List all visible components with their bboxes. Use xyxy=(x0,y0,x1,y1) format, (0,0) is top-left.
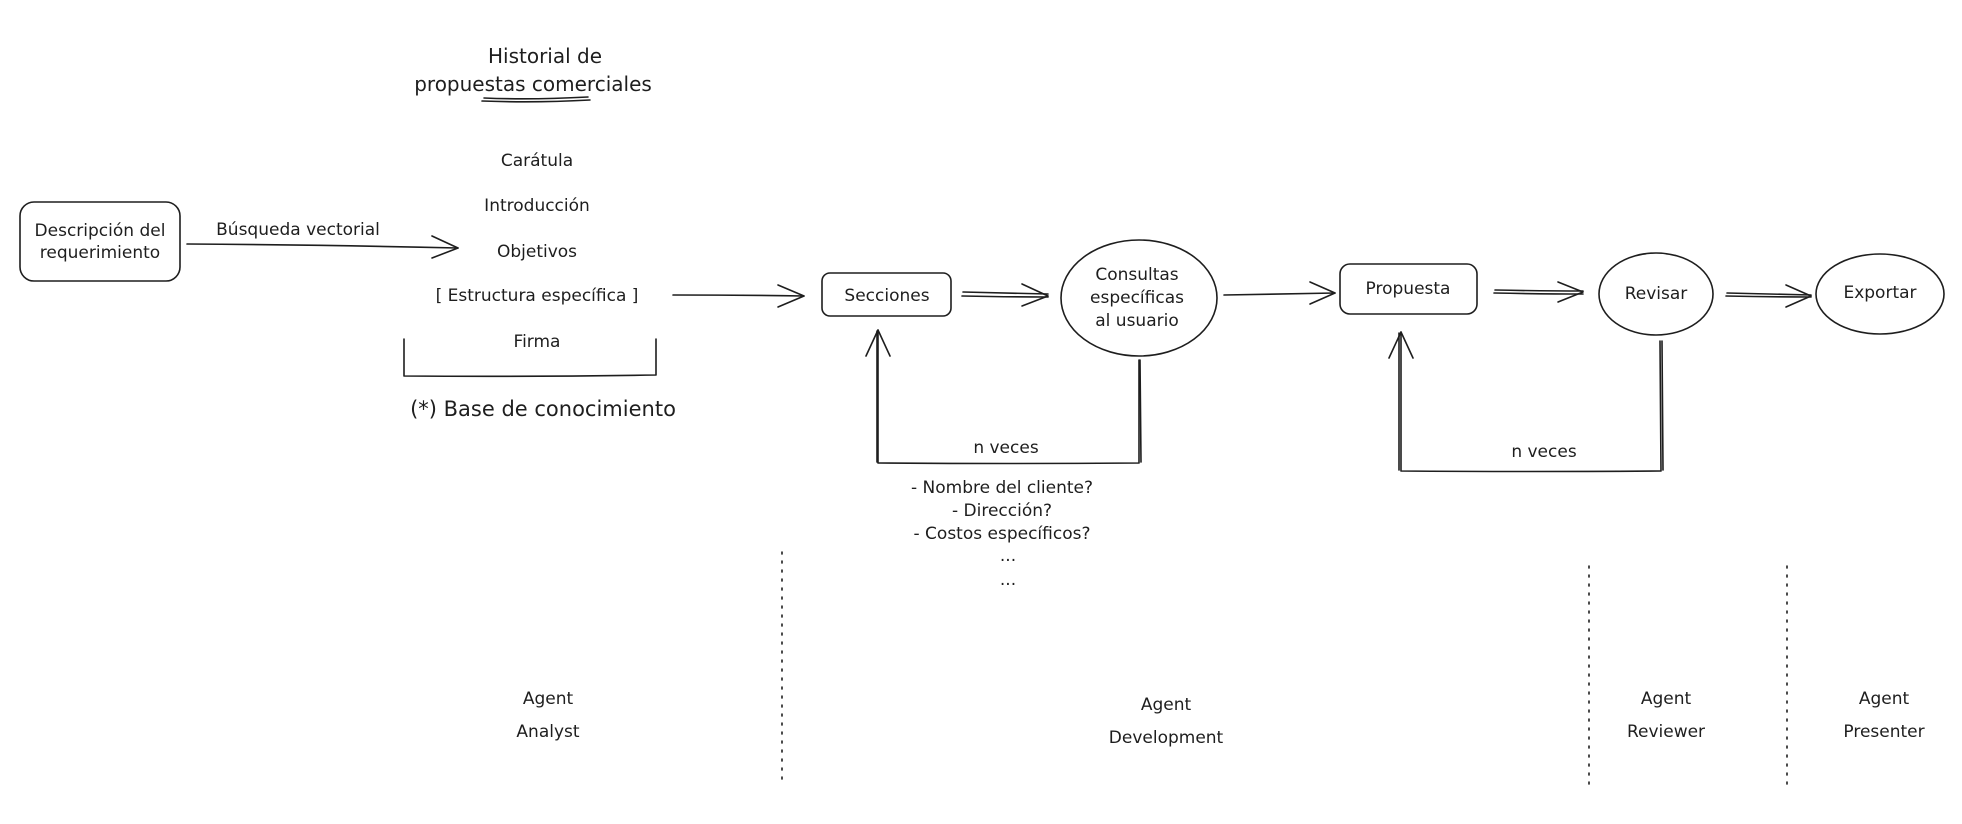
structure-item-introduccion: Introducción xyxy=(484,196,590,216)
structure-item-caratula: Carátula xyxy=(500,151,574,171)
knowledge-base-label: (*) Base de conocimiento xyxy=(410,397,676,421)
loop1-label: n veces xyxy=(973,438,1039,458)
question-direccion: - Dirección? xyxy=(951,501,1053,521)
agent-development-line1: Agent xyxy=(1140,695,1192,715)
agent-presenter-line2: Presenter xyxy=(1843,722,1925,742)
agent-presenter-line1: Agent xyxy=(1858,689,1910,709)
consultas-label-line2: específicas xyxy=(1090,288,1184,308)
agent-analyst-line2: Analyst xyxy=(516,722,580,742)
structure-item-estructura: [ Estructura específica ] xyxy=(435,286,639,306)
revisar-ellipse xyxy=(1598,252,1714,336)
arrow-structure-secciones xyxy=(672,284,805,308)
knowledge-base-bracket xyxy=(403,338,657,378)
kb-title-line1: Historial de xyxy=(487,44,603,68)
requirement-label-line1: Descripción del xyxy=(34,221,166,241)
consultas-label-line3: al usuario xyxy=(1095,311,1179,331)
requirement-label-line2: requerimiento xyxy=(39,243,161,263)
requirement-box xyxy=(19,201,181,282)
secciones-box xyxy=(821,272,952,317)
loop2-label: n veces xyxy=(1511,442,1577,462)
agent-reviewer-line2: Reviewer xyxy=(1626,722,1706,742)
arrow-revisar-exportar xyxy=(1725,284,1812,308)
consultas-label-line1: Consultas xyxy=(1095,265,1179,285)
question-ellipsis-2: ... xyxy=(999,570,1017,590)
agent-analyst-line1: Agent xyxy=(522,689,574,709)
loop-arrow-2 xyxy=(1388,331,1664,473)
arrow-secciones-consultas xyxy=(961,283,1049,307)
exportar-label: Exportar xyxy=(1843,283,1917,303)
question-nombre: - Nombre del cliente? xyxy=(910,478,1094,498)
consultas-ellipse xyxy=(1060,239,1218,357)
loop-arrow-1 xyxy=(865,329,1142,465)
propuesta-label: Propuesta xyxy=(1365,279,1451,299)
agent-reviewer-line1: Agent xyxy=(1640,689,1692,709)
structure-item-firma: Firma xyxy=(513,332,561,352)
kb-title-line2: propuestas comerciales xyxy=(414,72,652,96)
arrow-propuesta-revisar xyxy=(1493,281,1584,303)
search-arrow xyxy=(186,235,459,259)
question-costos: - Costos específicos? xyxy=(913,524,1091,544)
structure-item-objetivos: Objetivos xyxy=(496,242,578,262)
title-underline xyxy=(481,96,591,103)
revisar-label: Revisar xyxy=(1624,284,1688,304)
propuesta-box xyxy=(1339,263,1478,315)
vector-search-label: Búsqueda vectorial xyxy=(216,220,380,240)
agent-development-line2: Development xyxy=(1108,728,1224,748)
secciones-label: Secciones xyxy=(844,286,930,306)
arrow-consultas-propuesta xyxy=(1223,281,1336,305)
exportar-ellipse xyxy=(1815,253,1945,335)
question-ellipsis-1: ... xyxy=(999,546,1017,566)
